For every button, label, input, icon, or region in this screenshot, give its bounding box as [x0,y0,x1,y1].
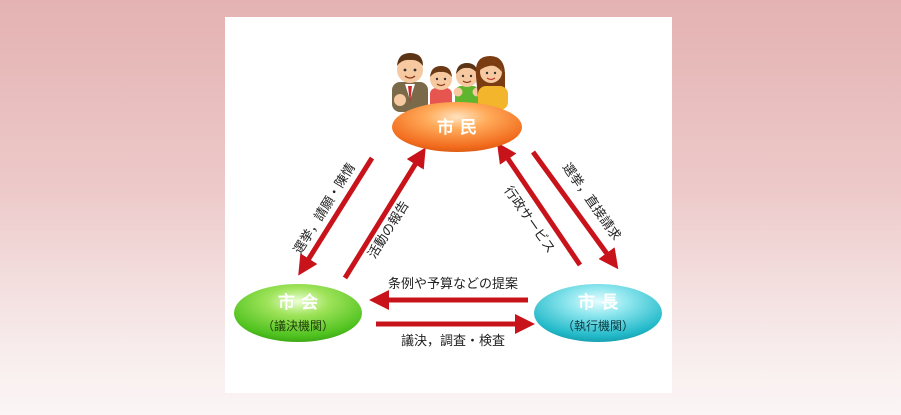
node-council-sublabel: （議決機関） [262,318,334,333]
node-mayor-sublabel: （執行機関） [562,318,634,333]
node-citizens: 市 民 [392,102,522,152]
node-council: 市 会 （議決機関） [234,284,362,342]
family-illustration-icon [392,53,508,112]
father-figure [392,53,428,112]
flow-label-council-to-mayor: 議決，調査・検査 [401,334,505,349]
arrow-citizens-to-council [298,156,375,276]
node-council-label: 市 会 [278,292,318,313]
arrow-citizens-to-mayor [530,150,619,270]
flow-label-citizens-to-council: 選挙，請願・陳情 [291,161,359,257]
mother-figure [475,56,508,110]
arrow-mayor-to-citizens [496,142,583,267]
arrow-council-to-citizens [342,147,426,280]
flow-label-mayor-to-council: 条例や予算などの提案 [388,276,518,292]
node-mayor: 市 長 （執行機関） [534,284,662,342]
node-mayor-label: 市 長 [578,292,619,313]
node-citizens-label: 市 民 [437,117,477,138]
